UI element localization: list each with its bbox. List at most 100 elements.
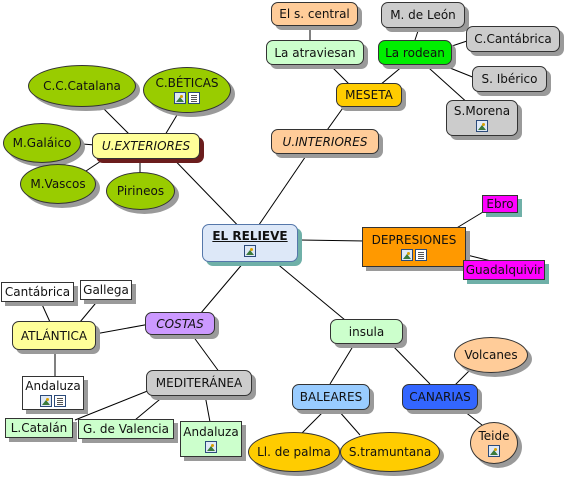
node-meseta[interactable]: MESETA xyxy=(336,83,402,107)
line-atlantica-cantabrica xyxy=(39,299,51,323)
node-s-iberico[interactable]: S. Ibérico xyxy=(472,66,547,92)
node-mediterranea[interactable]: MEDITERÁNEA xyxy=(146,370,252,396)
image-icon[interactable] xyxy=(401,249,413,261)
node-label: S.Morena xyxy=(453,104,511,118)
node-label: CANARIAS xyxy=(409,390,471,404)
node-label: Guadalquivir xyxy=(465,263,543,277)
node-label: Teide xyxy=(478,429,510,443)
attachment-icons xyxy=(205,441,217,453)
line-costas-atlantica xyxy=(94,323,151,335)
line-atlantica-gallega xyxy=(79,297,101,323)
line-insula-baleares xyxy=(329,342,356,385)
attachment-icons xyxy=(401,249,427,261)
node-label: C.C.Catalana xyxy=(43,79,121,93)
image-icon[interactable] xyxy=(244,245,256,257)
attachment-icons xyxy=(40,395,66,407)
line-relieve-interiores xyxy=(249,149,311,239)
node-teide[interactable]: Teide xyxy=(470,422,518,464)
node-label: MESETA xyxy=(345,88,393,102)
line-mediterranea-llcatalan xyxy=(74,389,151,421)
node-label: M.Vascos xyxy=(30,177,86,191)
image-icon[interactable] xyxy=(476,120,488,132)
node-cantabrica[interactable]: Cantábrica xyxy=(1,282,74,302)
node-label: insula xyxy=(348,324,385,339)
image-icon[interactable] xyxy=(488,445,500,457)
node-label: Pirineos xyxy=(116,184,165,198)
document-icon[interactable] xyxy=(54,395,66,407)
node-ll-catalan[interactable]: L.Catalán xyxy=(5,418,73,438)
image-icon[interactable] xyxy=(174,92,186,104)
node-label: M.Galáico xyxy=(12,136,72,150)
line-costas-mediterranea xyxy=(189,331,221,374)
node-label: Cantábrica xyxy=(4,285,71,299)
node-label: U.EXTERIORES xyxy=(101,139,191,153)
node-andaluza-med[interactable]: Andaluza xyxy=(180,421,242,457)
node-depresiones[interactable]: DEPRESIONES xyxy=(362,227,466,267)
line-baleares-llpalma xyxy=(299,409,326,436)
node-m-galaico[interactable]: M.Galáico xyxy=(3,123,81,163)
node-label: BALEARES xyxy=(299,390,363,404)
node-canarias[interactable]: CANARIAS xyxy=(402,384,478,410)
node-label: S. Ibérico xyxy=(481,72,538,86)
node-m-vascos[interactable]: M.Vascos xyxy=(20,164,96,204)
node-gallega[interactable]: Gallega xyxy=(80,280,132,300)
node-label: C.BÉTICAS xyxy=(155,76,219,90)
document-icon[interactable] xyxy=(415,249,427,261)
node-s-tramuntana[interactable]: S.tramuntana xyxy=(340,432,440,472)
line-canarias-volcanes xyxy=(454,369,471,386)
node-c-beticas[interactable]: C.BÉTICAS xyxy=(143,67,231,113)
line-exteriores-cbeticas xyxy=(164,109,181,136)
attachment-icons xyxy=(488,445,500,457)
node-c-cantabrica[interactable]: C.Cantábrica xyxy=(466,26,560,52)
line-relieve-exteriores xyxy=(159,144,251,239)
node-baleares[interactable]: BALEARES xyxy=(292,384,370,410)
node-andaluza-atl[interactable]: Andaluza xyxy=(22,376,84,410)
node-costas[interactable]: COSTAS xyxy=(145,312,215,335)
node-s-morena[interactable]: S.Morena xyxy=(446,100,518,136)
node-label: MEDITERÁNEA xyxy=(155,376,243,390)
node-cc-catalana[interactable]: C.C.Catalana xyxy=(28,65,136,107)
node-label: C.Cantábrica xyxy=(474,32,552,46)
line-insula-canarias xyxy=(389,342,431,385)
node-m-de-leon[interactable]: M. de León xyxy=(381,2,465,28)
node-label: Ll. de palma xyxy=(257,445,331,459)
node-guadalquivir[interactable]: Guadalquivir xyxy=(463,260,545,280)
node-label: EL RELIEVE xyxy=(212,229,288,243)
image-icon[interactable] xyxy=(40,395,52,407)
node-atlantica[interactable]: ATLÁNTICA xyxy=(12,321,96,350)
node-insula[interactable]: insula xyxy=(330,319,403,344)
line-relieve-costas xyxy=(194,254,251,321)
node-s-central[interactable]: El s. central xyxy=(271,2,358,26)
node-label: ATLÁNTICA xyxy=(20,328,88,343)
attachment-icons xyxy=(244,245,256,257)
node-label: Gallega xyxy=(83,283,129,297)
node-label: U.INTERIORES xyxy=(282,134,368,149)
node-label: G. de Valencia xyxy=(83,422,169,436)
node-label: Andaluza xyxy=(25,379,81,393)
node-label: La rodean xyxy=(385,45,445,60)
node-u-interiores[interactable]: U.INTERIORES xyxy=(271,129,379,154)
node-label: Volcanes xyxy=(464,348,518,362)
line-baleares-stramuntana xyxy=(337,409,361,436)
image-icon[interactable] xyxy=(205,441,217,453)
node-label: Ebro xyxy=(486,197,514,211)
node-label: L.Catalán xyxy=(10,421,68,435)
line-relieve-depresiones xyxy=(299,239,366,242)
node-pirineos[interactable]: Pirineos xyxy=(106,172,175,210)
node-g-valencia[interactable]: G. de Valencia xyxy=(78,419,174,439)
node-u-exteriores[interactable]: U.EXTERIORES xyxy=(92,133,200,159)
document-icon[interactable] xyxy=(188,92,200,104)
line-mediterranea-andaluza xyxy=(204,394,211,423)
attachment-icons xyxy=(476,120,488,132)
node-la-atraviesan[interactable]: La atraviesan xyxy=(266,40,364,65)
line-mediterranea-gvalencia xyxy=(134,394,166,421)
node-el-relieve[interactable]: EL RELIEVE xyxy=(202,224,298,262)
node-la-rodean[interactable]: La rodean xyxy=(378,40,452,65)
node-volcanes[interactable]: Volcanes xyxy=(454,337,528,373)
node-label: Andaluza xyxy=(183,425,239,439)
node-ebro[interactable]: Ebro xyxy=(482,195,518,213)
node-ll-palma[interactable]: Ll. de palma xyxy=(248,432,340,472)
line-relieve-insula xyxy=(274,261,346,321)
line-rodean-smorena xyxy=(419,59,471,106)
